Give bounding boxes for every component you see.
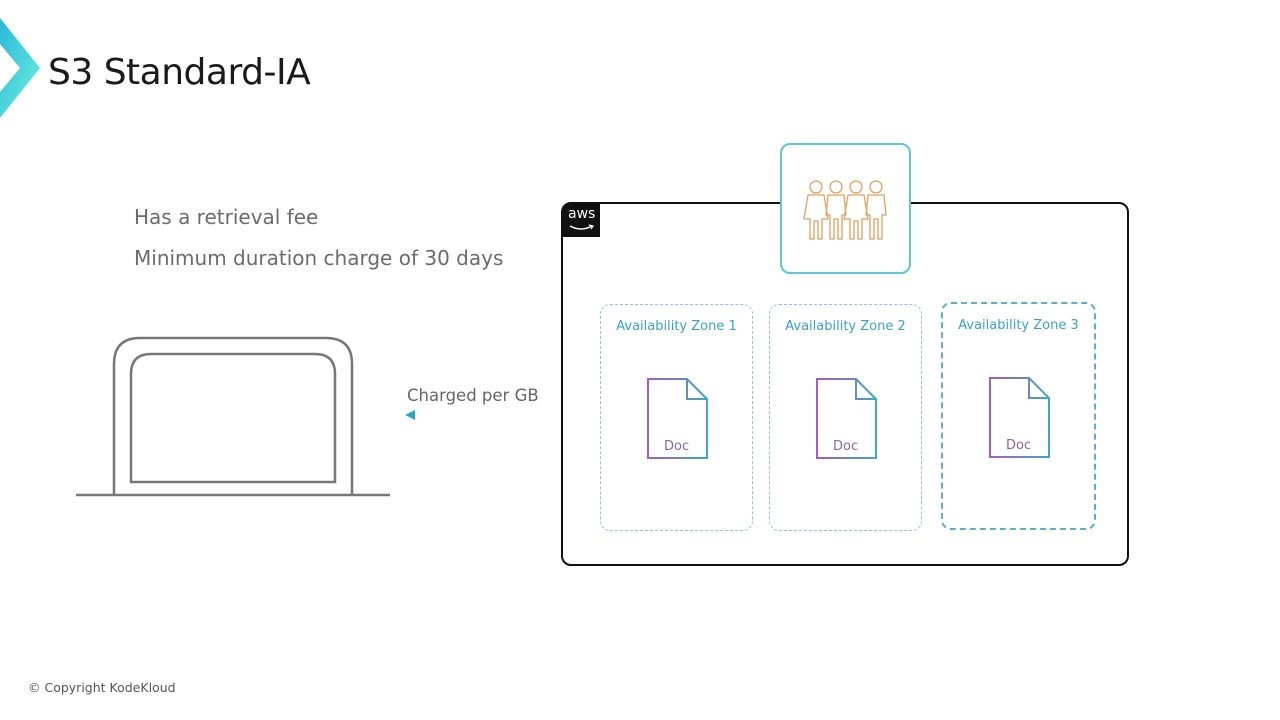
document-icon: Doc <box>989 377 1050 458</box>
az-label: Availability Zone 3 <box>958 318 1079 333</box>
page-title: S3 Standard-IA <box>48 52 311 93</box>
brand-chevron-icon <box>0 18 40 118</box>
aws-logo-text: aws <box>568 206 596 222</box>
copyright-footer: © Copyright KodeKloud <box>28 680 176 695</box>
aws-logo: aws <box>563 204 600 237</box>
doc-label: Doc <box>1006 438 1031 453</box>
bullet-minimum-duration: Minimum duration charge of 30 days <box>134 246 504 270</box>
availability-zone-3: Availability Zone 3 Doc <box>941 302 1096 530</box>
bullet-retrieval-fee: Has a retrieval fee <box>134 205 319 229</box>
availability-zone-2: Availability Zone 2 Doc <box>769 304 922 531</box>
transfer-label: Charged per GB <box>407 386 539 405</box>
az-label: Availability Zone 2 <box>785 319 906 334</box>
aws-smile-icon <box>569 224 594 230</box>
availability-zone-1: Availability Zone 1 Doc <box>600 304 753 531</box>
users-group-icon <box>803 180 887 240</box>
document-icon: Doc <box>816 378 877 459</box>
document-icon: Doc <box>647 378 708 459</box>
az-label: Availability Zone 1 <box>616 319 737 334</box>
doc-label: Doc <box>833 439 858 454</box>
laptop-icon <box>76 336 390 497</box>
doc-label: Doc <box>664 439 689 454</box>
users-box <box>780 143 911 274</box>
transfer-arrow-icon <box>405 410 552 420</box>
